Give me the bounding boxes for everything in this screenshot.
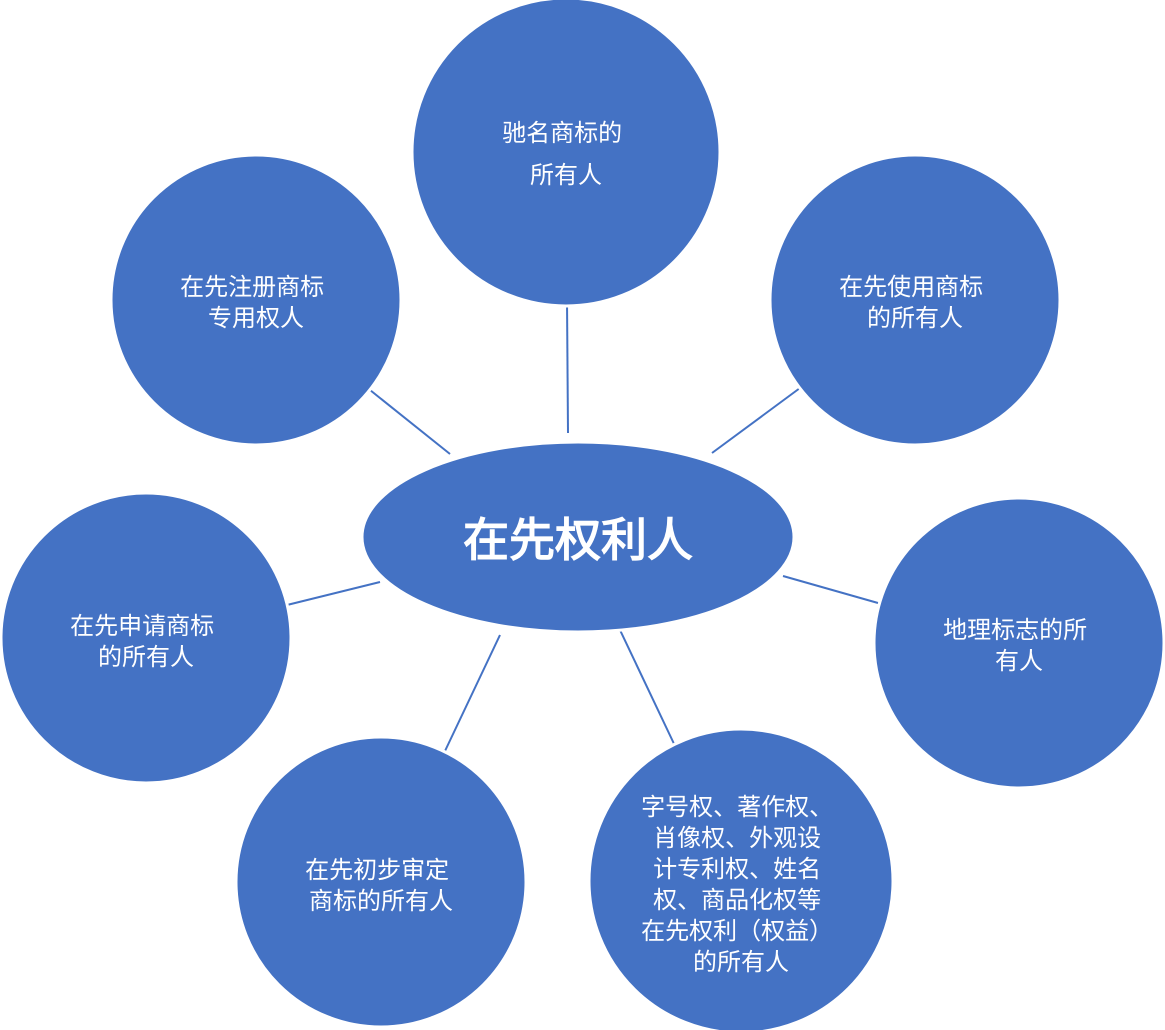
node-circle	[872, 496, 1165, 790]
node-label-line: 的所有人	[693, 948, 789, 976]
node-prior-application-owner: 在先申请商标 的所有人	[0, 491, 293, 785]
connector-geo-indication	[782, 575, 879, 604]
svg-text:在先初步审定 商标的所有人: 在先初步审定 商标的所有人	[305, 856, 457, 915]
connector-prior-application	[286, 581, 381, 606]
svg-text:字号权、著作权、 肖像权、外观设 计: 字号权、著作权、 肖像权、外观设 计专利权、姓名 权、商品化权等 在先权利（权益…	[641, 793, 841, 976]
node-circle	[768, 153, 1062, 447]
node-label-line: 所有人	[530, 161, 602, 189]
node-famous-mark-owner: 驰名商标的 所有人	[410, 0, 722, 308]
node-label-line: 驰名商标的	[502, 119, 622, 147]
node-circle	[0, 491, 293, 785]
node-geo-indication-owner: 地理标志的所 有人	[872, 496, 1165, 790]
svg-text:驰名商标的 所有人: 驰名商标的 所有人	[502, 119, 630, 189]
node-circle	[109, 153, 403, 447]
node-circle	[234, 735, 528, 1029]
connector-prior-approved	[444, 634, 501, 752]
node-label-line: 在先使用商标	[839, 273, 983, 301]
connector-other-prior-rights	[619, 629, 677, 749]
node-label-line: 地理标志的所	[943, 616, 1087, 644]
node-label-line: 在先注册商标	[180, 273, 324, 301]
node-label-line: 有人	[995, 647, 1043, 675]
center-title: 在先权利人	[463, 513, 693, 567]
node-label-line: 在先申请商标	[70, 612, 214, 640]
node-label-line: 计专利权、姓名	[653, 855, 821, 883]
node-label-line: 专用权人	[208, 304, 304, 332]
node-circle	[587, 727, 895, 1030]
center-ellipse	[360, 440, 796, 634]
node-label-line: 字号权、著作权、	[641, 793, 833, 821]
node-prior-registered-owner: 在先注册商标 专用权人	[109, 153, 403, 447]
svg-text:在先申请商标 的所有人: 在先申请商标 的所有人	[70, 612, 222, 671]
connector-prior-use	[711, 387, 801, 454]
node-prior-approved-owner: 在先初步审定 商标的所有人	[234, 735, 528, 1029]
connector-famous-mark	[566, 299, 569, 434]
svg-text:在先使用商标 的所有人: 在先使用商标 的所有人	[839, 273, 991, 332]
node-label-line: 的所有人	[867, 304, 963, 332]
node-circle	[410, 0, 722, 308]
node-label-line: 的所有人	[98, 643, 194, 671]
node-prior-use-owner: 在先使用商标 的所有人	[768, 153, 1062, 447]
node-label-line: 肖像权、外观设	[653, 824, 821, 852]
center-node: 在先权利人	[360, 440, 796, 634]
node-label-line: 在先初步审定	[305, 856, 449, 884]
node-label-line: 在先权利（权益）	[641, 917, 833, 945]
node-other-prior-rights-owner: 字号权、著作权、 肖像权、外观设 计专利权、姓名 权、商品化权等 在先权利（权益…	[587, 727, 895, 1030]
svg-text:在先注册商标 专用权人: 在先注册商标 专用权人	[180, 273, 332, 332]
node-label-line: 商标的所有人	[309, 887, 453, 915]
node-label-line: 权、商品化权等	[653, 886, 821, 914]
connectors	[286, 299, 879, 752]
connector-prior-registered	[369, 389, 451, 455]
svg-text:地理标志的所 有人: 地理标志的所 有人	[943, 616, 1095, 675]
